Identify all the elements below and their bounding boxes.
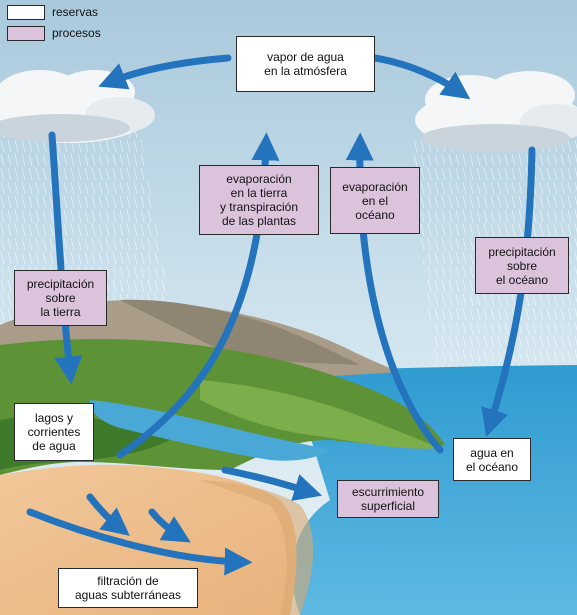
box-lagos-corrientes: lagos y corrientes de agua (14, 403, 94, 461)
box-agua-oceano: agua en el océano (453, 438, 531, 481)
arrow-infiltration-2 (148, 508, 191, 543)
box-evaporacion-tierra: evaporación en la tierra y transpiración… (199, 165, 319, 235)
river (90, 400, 330, 461)
box-evaporacion-oceano: evaporación en el océano (330, 167, 420, 234)
legend-swatch-procesos (7, 26, 45, 41)
legend-swatch-reservas (7, 5, 45, 20)
arrow-precipitation-land (48, 131, 83, 385)
arrow-vapor-to-left-cloud (98, 54, 232, 90)
box-precipitacion-oceano: precipitación sobre el océano (475, 237, 569, 294)
box-escurrimiento-superficial: escurrimiento superficial (337, 480, 439, 518)
box-filtracion-subterraneas: filtración de aguas subterráneas (58, 568, 198, 608)
land-highlight (200, 380, 440, 449)
box-precipitacion-tierra: precipitación sobre la tierra (14, 270, 107, 326)
cloud-left (0, 70, 155, 143)
shore (200, 480, 314, 615)
legend-label-procesos: procesos (52, 26, 101, 40)
arrow-infiltration-1 (86, 493, 130, 536)
box-vapor-atmosfera: vapor de agua en la atmósfera (236, 36, 375, 92)
arrow-vapor-to-right-cloud (371, 54, 471, 100)
arrow-groundwater (26, 508, 253, 576)
legend-label-reservas: reservas (52, 5, 99, 19)
mountain-shade (120, 299, 360, 365)
arrow-runoff (221, 466, 323, 501)
cloud-right (415, 71, 577, 152)
